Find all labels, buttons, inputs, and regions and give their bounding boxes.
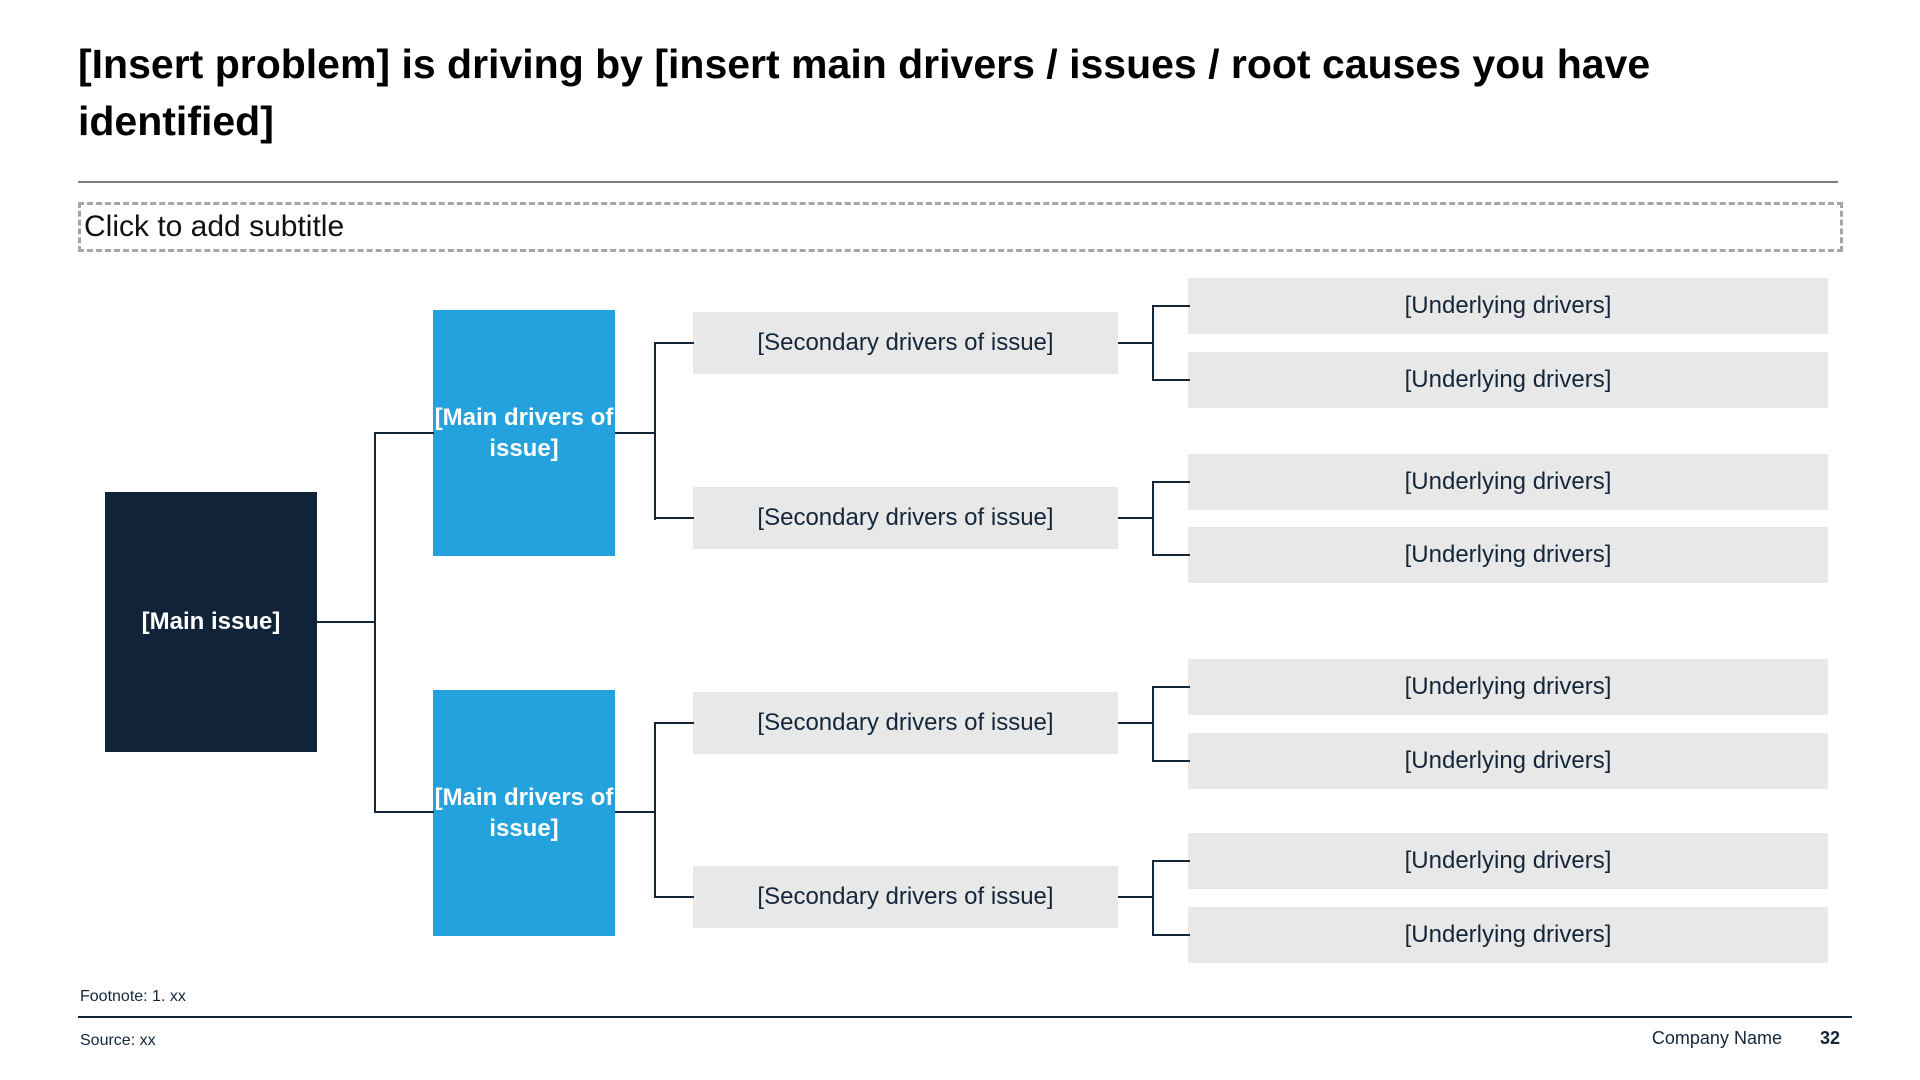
secondary-driver-box-4[interactable]: [Secondary drivers of issue] <box>693 866 1118 928</box>
connector-line <box>1152 860 1154 936</box>
connector-line <box>1152 760 1190 762</box>
connector-line <box>374 432 434 434</box>
subtitle-placeholder[interactable]: Click to add subtitle <box>78 202 1843 252</box>
connector-line <box>1152 554 1190 556</box>
connector-line <box>374 432 376 813</box>
secondary-driver-box-3[interactable]: [Secondary drivers of issue] <box>693 692 1118 754</box>
connector-line <box>654 342 656 520</box>
connector-line <box>1152 379 1190 381</box>
connector-line <box>1118 517 1154 519</box>
connector-line <box>1152 481 1190 483</box>
company-name: Company Name <box>1651 1028 1782 1048</box>
underlying-driver-bar-3[interactable]: [Underlying drivers] <box>1188 454 1828 510</box>
underlying-driver-bar-8[interactable]: [Underlying drivers] <box>1188 907 1828 963</box>
main-driver-box-1[interactable]: [Main drivers of issue] <box>433 310 615 556</box>
secondary-driver-box-2[interactable]: [Secondary drivers of issue] <box>693 487 1118 549</box>
connector-line <box>317 621 375 623</box>
title-divider <box>78 181 1838 183</box>
connector-line <box>1152 686 1154 762</box>
slide-title[interactable]: [Insert problem] is driving by [insert m… <box>78 41 1651 144</box>
source-text: Source: xx <box>80 1032 156 1049</box>
connector-line <box>615 432 656 434</box>
main-issue-box[interactable]: [Main issue] <box>105 492 317 752</box>
connector-line <box>1118 722 1154 724</box>
underlying-driver-bar-6[interactable]: [Underlying drivers] <box>1188 733 1828 789</box>
connector-line <box>1118 342 1154 344</box>
footnote-text: Footnote: 1. xx <box>80 988 186 1005</box>
connector-line <box>615 811 656 813</box>
connector-line <box>654 517 694 519</box>
page-number: 32 <box>1819 1028 1840 1048</box>
connector-line <box>654 342 694 344</box>
footer-divider <box>78 1016 1852 1018</box>
connector-line <box>1118 896 1154 898</box>
subtitle-placeholder-text: Click to add subtitle <box>84 210 345 243</box>
connector-line <box>1152 481 1154 556</box>
connector-line <box>1152 305 1190 307</box>
connector-line <box>1152 686 1190 688</box>
connector-line <box>1152 934 1190 936</box>
main-driver-box-2[interactable]: [Main drivers of issue] <box>433 690 615 936</box>
connector-line <box>374 811 434 813</box>
connector-line <box>654 896 694 898</box>
footer-right: Company Name 32 <box>1652 1028 1840 1049</box>
underlying-driver-bar-1[interactable]: [Underlying drivers] <box>1188 278 1828 334</box>
connector-line <box>1152 860 1190 862</box>
underlying-driver-bar-2[interactable]: [Underlying drivers] <box>1188 352 1828 408</box>
connector-line <box>1152 305 1154 381</box>
connector-line <box>654 722 656 898</box>
underlying-driver-bar-4[interactable]: [Underlying drivers] <box>1188 527 1828 583</box>
secondary-driver-box-1[interactable]: [Secondary drivers of issue] <box>693 312 1118 374</box>
underlying-driver-bar-5[interactable]: [Underlying drivers] <box>1188 659 1828 715</box>
underlying-driver-bar-7[interactable]: [Underlying drivers] <box>1188 833 1828 889</box>
connector-line <box>654 722 694 724</box>
